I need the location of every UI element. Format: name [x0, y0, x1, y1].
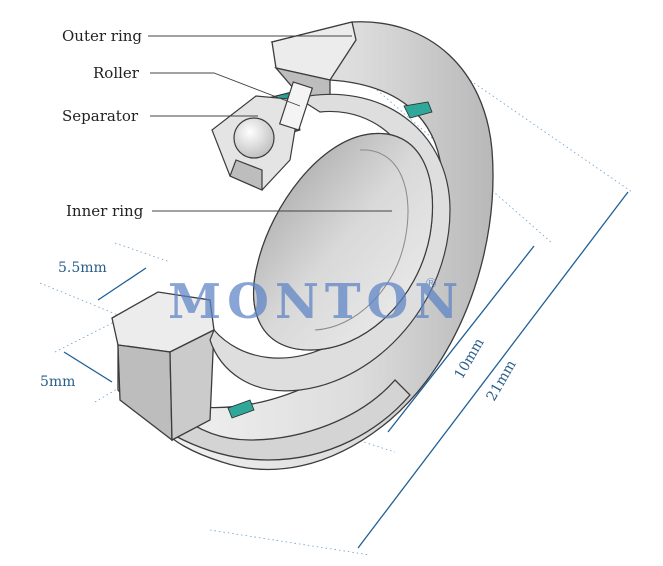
label-separator: Separator — [62, 107, 139, 125]
dim-line-height — [63, 351, 113, 383]
dim-line-inner-diameter — [387, 245, 535, 433]
roller — [211, 81, 314, 191]
dimension-lines — [63, 191, 629, 549]
watermark-text: MONTON — [168, 274, 464, 330]
watermark-logo: MONTON ® — [168, 274, 464, 330]
label-outer-ring: Outer ring — [62, 27, 142, 45]
dimension-outer-diameter: 21mm — [484, 358, 520, 404]
dim-line-outer-diameter — [357, 191, 629, 549]
outer-ring — [111, 21, 494, 471]
label-roller: Roller — [93, 64, 140, 82]
dimension-width: 5.5mm — [58, 260, 107, 276]
dimension-height: 5mm — [40, 374, 75, 390]
watermark-trademark: ® — [424, 276, 438, 292]
inner-ring — [209, 93, 451, 392]
dim-line-width — [97, 267, 147, 301]
label-inner-ring: Inner ring — [66, 202, 144, 220]
leader-lines — [148, 35, 392, 212]
dimension-inner-diameter: 10mm — [452, 336, 488, 382]
